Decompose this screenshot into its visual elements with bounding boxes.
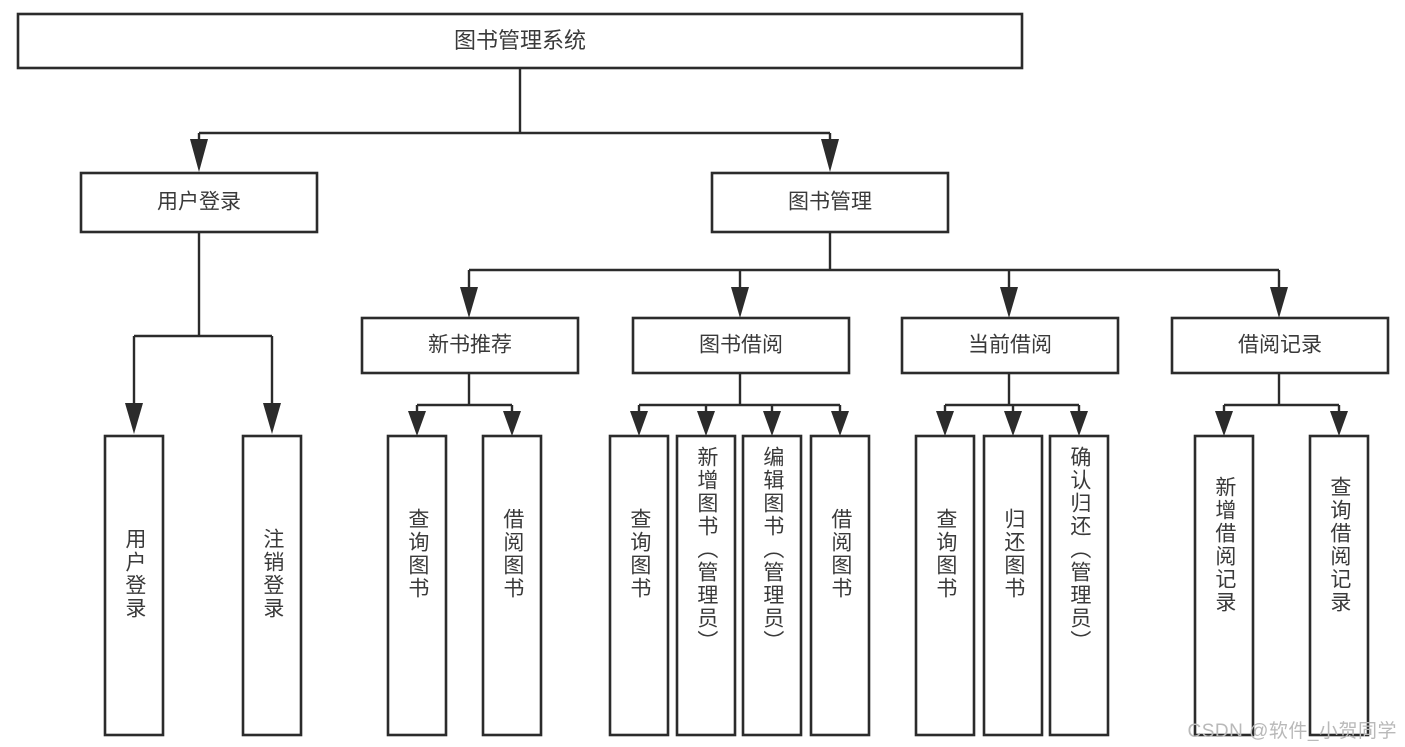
node-new-book-rec-box[interactable] [360, 316, 580, 375]
node-current-borrow-box[interactable] [900, 316, 1120, 375]
node-book-manage-label: 图书管理 [788, 191, 872, 214]
arrow-to-leaf-logout [263, 403, 281, 434]
arrow-to-borrow-record [1270, 287, 1288, 318]
node-root-box[interactable] [16, 12, 1024, 70]
arrow-to-user-login [190, 139, 208, 172]
node-user-login-box[interactable] [79, 171, 319, 234]
node-leaf-edit-book-box[interactable] [741, 434, 803, 737]
node-leaf-query-book-2-box[interactable] [608, 434, 670, 737]
node-borrow-record[interactable]: 借阅记录 [1170, 316, 1390, 375]
arrow-to-leaf-query-book-1 [408, 411, 426, 436]
node-leaf-query-book-3-box[interactable] [914, 434, 976, 737]
node-leaf-logout-box[interactable] [241, 434, 303, 737]
arrow-to-leaf-query-record [1330, 411, 1348, 436]
node-leaf-query-book-1-box[interactable] [386, 434, 448, 737]
watermark: CSDN @软件_小贺同学 [1187, 721, 1397, 742]
arrow-to-leaf-query-book-2 [630, 411, 648, 436]
node-user-login[interactable]: 用户登录 [79, 171, 319, 234]
arrow-to-leaf-borrow-book-2 [831, 411, 849, 436]
node-root[interactable]: 图书管理系统 [16, 12, 1024, 70]
arrow-to-book-borrow [731, 287, 749, 318]
node-book-borrow-box[interactable] [631, 316, 851, 375]
arrow-to-leaf-return-book [1004, 411, 1022, 436]
node-book-borrow-label: 图书借阅 [699, 334, 783, 357]
node-borrow-record-box[interactable] [1170, 316, 1390, 375]
arrow-to-new-book-rec [460, 287, 478, 318]
node-book-manage[interactable]: 图书管理 [710, 171, 950, 234]
arrow-to-leaf-confirm-return [1070, 411, 1088, 436]
arrow-to-leaf-user-login [125, 403, 143, 434]
node-book-borrow[interactable]: 图书借阅 [631, 316, 851, 375]
arrow-to-leaf-add-record [1215, 411, 1233, 436]
node-layer: 图书管理系统 用户登录 图书管理 新书推荐 图书借阅 当前 [16, 12, 1390, 737]
node-current-borrow[interactable]: 当前借阅 [900, 316, 1120, 375]
node-leaf-confirm-return-box[interactable] [1048, 434, 1110, 737]
arrow-to-book-manage [821, 139, 839, 172]
node-root-label: 图书管理系统 [454, 28, 586, 53]
connector-layer [125, 68, 1348, 436]
node-leaf-add-book-box[interactable] [675, 434, 737, 737]
arrow-to-current-borrow [1000, 287, 1018, 318]
node-leaf-add-record-box[interactable] [1193, 434, 1255, 737]
arrow-to-leaf-add-book [697, 411, 715, 436]
node-leaf-return-book-box[interactable] [982, 434, 1044, 737]
node-new-book-rec[interactable]: 新书推荐 [360, 316, 580, 375]
node-leaf-borrow-book-1-box[interactable] [481, 434, 543, 737]
node-leaf-query-record-box[interactable] [1308, 434, 1370, 737]
node-user-login-label: 用户登录 [157, 191, 241, 214]
node-book-manage-box[interactable] [710, 171, 950, 234]
node-current-borrow-label: 当前借阅 [968, 334, 1052, 357]
arrow-to-leaf-edit-book [763, 411, 781, 436]
arrow-to-leaf-query-book-3 [936, 411, 954, 436]
node-leaf-user-login-box[interactable] [103, 434, 165, 737]
node-leaf-borrow-book-2-box[interactable] [809, 434, 871, 737]
node-borrow-record-label: 借阅记录 [1238, 334, 1322, 357]
arrow-to-leaf-borrow-book-1 [503, 411, 521, 436]
node-new-book-rec-label: 新书推荐 [428, 334, 512, 357]
